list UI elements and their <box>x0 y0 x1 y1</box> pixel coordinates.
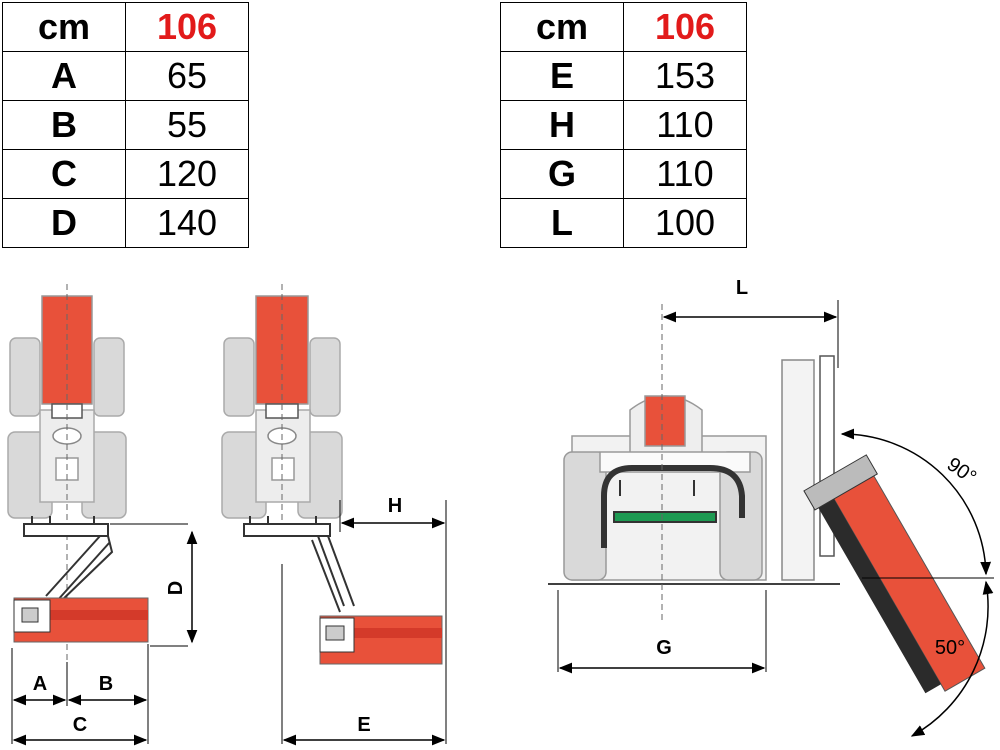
dimension-value: 100 <box>623 198 747 248</box>
mower-head-2 <box>319 615 443 665</box>
dimension-label-h: H <box>388 495 402 517</box>
dimension-table-left: cm 106 A 65 B 55 C 120 D 140 <box>2 2 249 248</box>
dimension-table-right: cm 106 E 153 H 110 G 110 L 100 <box>500 2 747 248</box>
angle-label-90: 90° <box>943 453 980 488</box>
table-header-model: 106 <box>623 2 747 52</box>
table-header-row: cm 106 <box>2 2 249 52</box>
table-row: E 153 <box>500 51 747 101</box>
dimension-label-a: A <box>33 673 47 695</box>
mast <box>781 355 835 581</box>
dimension-value: 110 <box>623 100 747 150</box>
top-view-2: H E <box>221 284 447 746</box>
table-row: G 110 <box>500 149 747 199</box>
table-header-model: 106 <box>125 2 249 52</box>
table-row: D 140 <box>2 198 249 248</box>
table-row: L 100 <box>500 198 747 248</box>
mower-frame-rear <box>601 465 745 548</box>
dimension-label-d: D <box>165 581 187 595</box>
dimension-label-g: G <box>656 637 672 659</box>
rear-view: L G 90° 50° <box>548 277 994 737</box>
table-header-label: cm <box>2 2 126 52</box>
dimension-value: 55 <box>125 100 249 150</box>
dimension-value: 140 <box>125 198 249 248</box>
dimension-label-l: L <box>736 277 748 299</box>
dimension-value: 120 <box>125 149 249 199</box>
table-row: H 110 <box>500 100 747 150</box>
mower-arm-1 <box>23 516 114 605</box>
dimension-label-b: B <box>99 673 113 695</box>
table-header-label: cm <box>500 2 624 52</box>
mower-head-1 <box>13 597 149 643</box>
mower-head-tilted <box>803 454 986 694</box>
table-row: B 55 <box>2 100 249 150</box>
dimension-key: D <box>2 198 126 248</box>
dimension-value: 110 <box>623 149 747 199</box>
dimension-value: 153 <box>623 51 747 101</box>
top-view-1: D A B C <box>7 284 198 746</box>
mower-arm-2 <box>243 516 355 613</box>
dimension-label-e: E <box>357 714 370 736</box>
table-header-row: cm 106 <box>500 2 747 52</box>
angle-label-50: 50° <box>935 637 965 659</box>
dimension-label-c: C <box>73 714 87 736</box>
dimension-key: A <box>2 51 126 101</box>
tractor-rear-view <box>563 395 767 581</box>
dimension-key: G <box>500 149 624 199</box>
